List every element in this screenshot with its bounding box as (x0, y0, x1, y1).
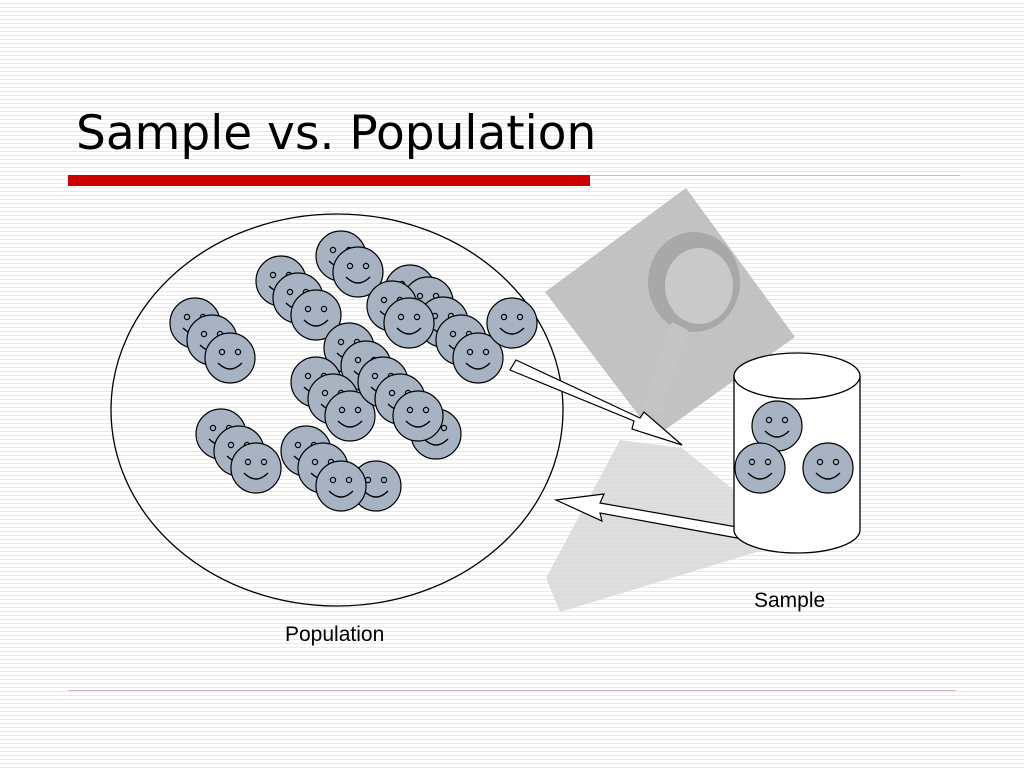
cylinder-jar-icon (733, 352, 861, 554)
title-underline-accent (68, 175, 590, 186)
smiley-face-icon (230, 442, 282, 494)
smiley-face-icon (486, 297, 538, 349)
population-ellipse (110, 213, 564, 607)
smiley-face-icon (392, 390, 444, 442)
slide-title: Sample vs. Population (76, 106, 597, 161)
title-underline-thin (590, 175, 960, 176)
smiley-face-icon (383, 297, 435, 349)
smiley-face-icon (802, 442, 854, 494)
arrow-icon (509, 359, 683, 446)
population-label: Population (285, 623, 385, 646)
sample-label: Sample (754, 589, 826, 612)
smiley-face-icon (734, 442, 786, 494)
arrow-icon (553, 493, 738, 539)
smiley-face-icon (204, 332, 256, 384)
footer-divider (68, 690, 956, 691)
population-crowd (169, 230, 538, 512)
smiley-face-icon (315, 460, 367, 512)
